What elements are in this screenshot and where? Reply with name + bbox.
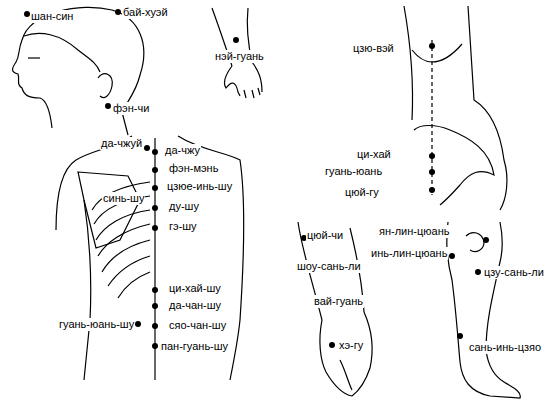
point-dot [152,225,158,231]
point-label: ци-хай [356,148,392,161]
point-label: цюй-чи [306,229,344,242]
point-dot [152,205,158,211]
point-dot [429,169,435,175]
point-dot [449,253,455,259]
eye-mark [28,57,40,58]
point-label: пан-гуань-шу [160,340,229,353]
point-label: вай-гуань [313,295,364,308]
hand-outline [224,62,262,98]
point-label: хэ-гу [338,339,364,352]
point-label: сяо-чан-шу [168,319,227,332]
torso-outline [404,6,507,210]
point-dot [483,237,489,243]
point-label: гэ-шу [168,220,198,233]
point-dot [152,323,158,329]
point-label: цзю-вэй [352,42,395,55]
point-dot [152,185,158,191]
point-dots [24,9,489,349]
point-label: да-чан-шу [168,299,222,312]
point-dot [152,343,158,349]
point-dot [429,153,435,159]
point-label: ян-лин-цюань [378,225,450,238]
point-dot [329,342,335,348]
point-dot [152,167,158,173]
point-dot [152,149,158,155]
leg-outline [447,222,521,398]
point-label: да-чжуй [100,137,143,150]
point-dot [115,9,121,15]
back-outline [56,136,244,380]
point-label: шоу-сань-ли [296,260,362,273]
point-dot [135,321,141,327]
scapula-outline [78,172,140,248]
point-dot [152,287,158,293]
point-dot [144,145,150,151]
point-label: сань-инь-цзяо [468,341,542,354]
rib-lines [92,182,150,298]
point-label: цюй-гу [344,186,380,199]
point-label: шан-син [30,10,74,23]
point-label: инь-лин-цюань [370,247,448,260]
point-dot [233,37,239,43]
point-dot [152,303,158,309]
ear-outline [98,74,112,98]
point-label: цзюе-инь-шу [166,180,233,193]
point-dot [429,187,435,193]
point-label: фэн-чи [112,102,150,115]
point-label: цзу-сань-ли [483,266,545,279]
point-label: ци-хай-шу [168,282,222,295]
point-label: ду-шу [168,200,200,213]
back-left-side [84,200,91,380]
head-outline [22,7,144,135]
face-outline [13,40,53,128]
point-dot [475,269,481,275]
point-dot [429,43,435,49]
hair-line [24,33,100,72]
point-dot [457,333,463,339]
kneecap-outline [466,233,484,252]
rib-arch [412,44,462,62]
point-label: да-чжу [164,144,201,157]
point-label: гуань-юань-шу [58,318,135,331]
hand-outline [320,312,372,396]
point-dot [105,103,111,109]
point-label: бай-хуэй [122,6,169,19]
point-label: синь-шу [102,192,145,205]
point-label: гуань-юань [324,165,383,178]
point-label: нэй-гуань [214,50,265,63]
pelvis-outline [414,126,494,206]
point-label: фэн-мэнь [168,162,219,175]
